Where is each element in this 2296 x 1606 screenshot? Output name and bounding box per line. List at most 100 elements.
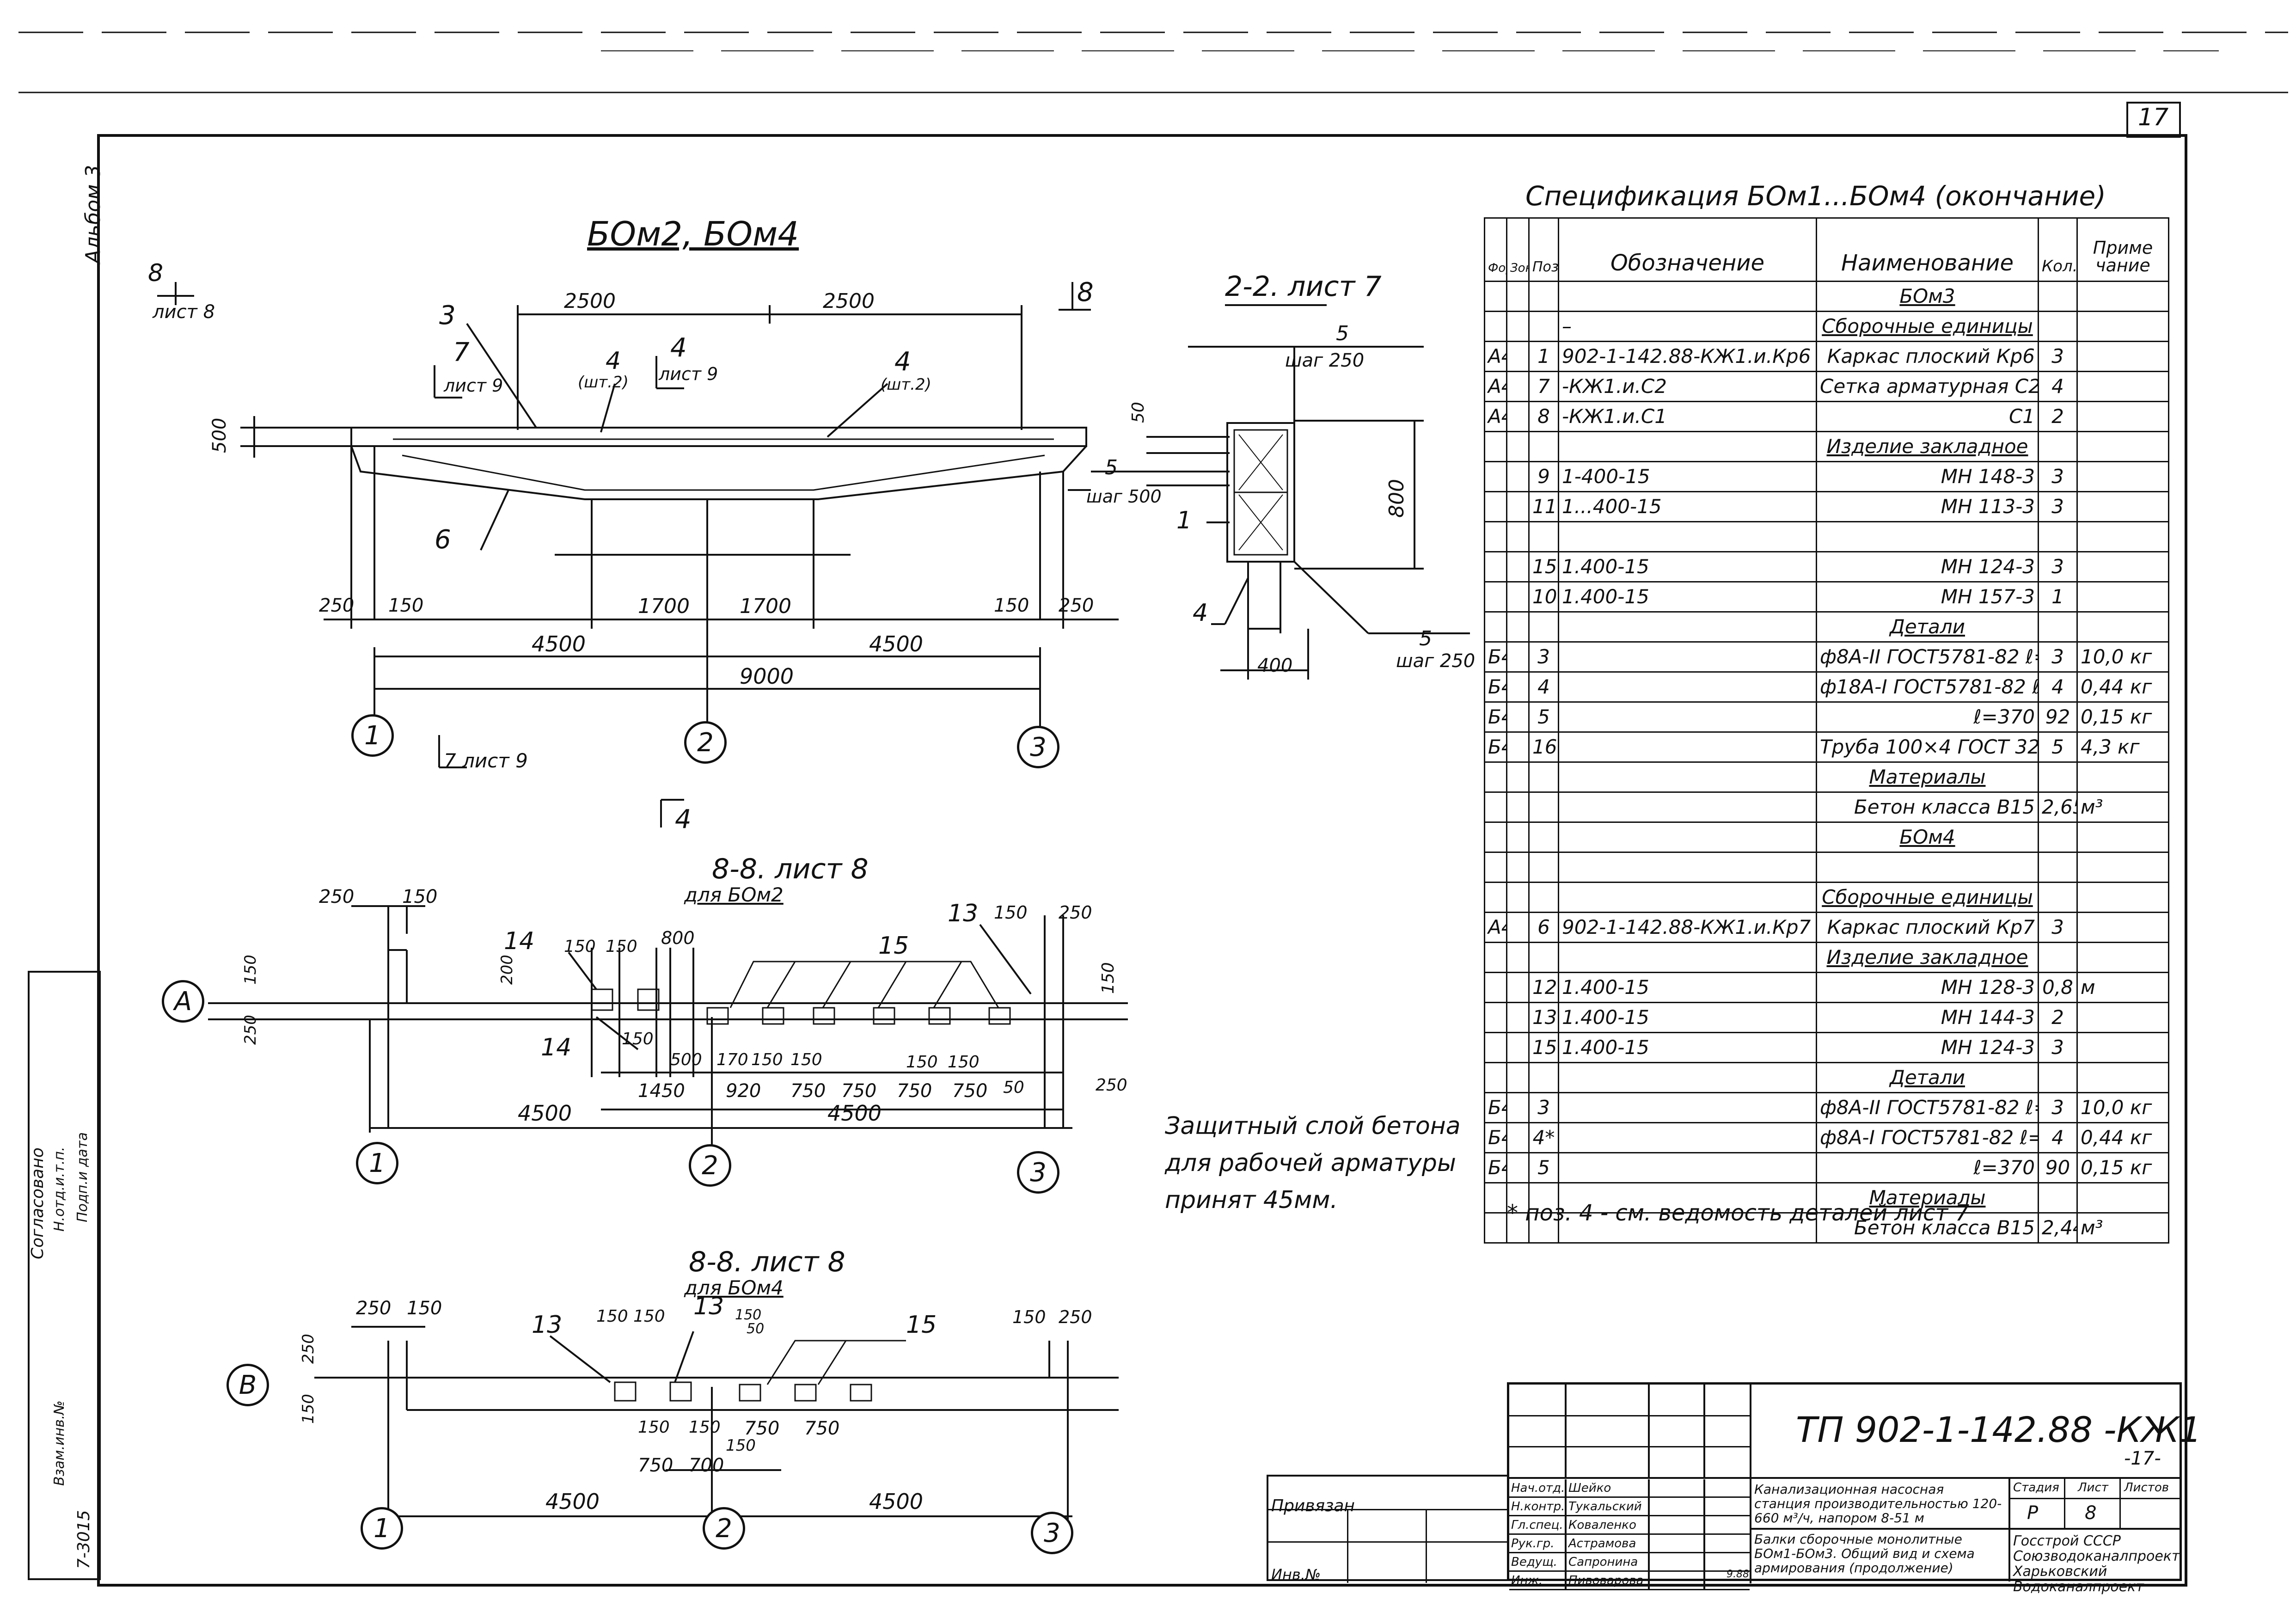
section-2-2-bottom-step: шаг 250	[1396, 650, 1476, 672]
album-label: Альбом 3	[81, 165, 105, 264]
axis-3-plan-a: 3	[1017, 1151, 1059, 1194]
side-stamp-line-5: 7-3015	[74, 1510, 93, 1569]
spec-cell-code: 1-400-15	[1558, 461, 1817, 492]
header-qty: Кол.	[2038, 217, 2078, 282]
dim-top-right: 2500	[823, 289, 875, 313]
spec-cell-format	[1484, 1002, 1507, 1033]
spec-cell-pos: 12	[1528, 972, 1559, 1003]
spec-cell-note	[2076, 1032, 2169, 1063]
spec-cell-note	[2076, 551, 2169, 582]
spec-cell-pos	[1528, 431, 1559, 462]
spec-cell-qty: 2,44	[2038, 1212, 2078, 1244]
spec-cell-code: 1.400-15	[1558, 1002, 1817, 1033]
spec-cell-qty: 2	[2038, 401, 2078, 432]
axis-2-elevation: 2	[684, 721, 727, 764]
spec-cell-qty: 3	[2038, 641, 2078, 673]
spec-cell-zone	[1506, 912, 1530, 943]
plan-a-half-right: 4500	[827, 1101, 882, 1126]
spec-cell-format: Б4	[1484, 1122, 1507, 1153]
spec-cell-format: А4	[1484, 912, 1507, 943]
plan-a-row1-150-c: 150	[790, 1050, 822, 1069]
dim-total-9000: 9000	[740, 664, 794, 689]
title-block-top-grid	[1509, 1385, 1750, 1479]
title-role: Гл.спец.	[1511, 1518, 1563, 1532]
spec-cell-zone	[1506, 641, 1530, 673]
spec-cell-pos: 15	[1528, 1032, 1559, 1063]
title-role-row: Гл.спец.Коваленко	[1509, 1516, 1750, 1535]
plan-a-dim-150-c: 150	[606, 937, 637, 956]
spec-cell-name: БОм3	[1816, 281, 2039, 312]
spec-cell-qty	[2038, 942, 2078, 973]
plan-a-pos-14: 14	[504, 927, 535, 955]
plan-a-row1-150: 150	[622, 1030, 654, 1048]
spec-cell-note	[2076, 611, 2169, 643]
spec-cell-format	[1484, 821, 1507, 853]
spec-cell-note: 10,0 кг	[2076, 641, 2169, 673]
plan-a-pos-13: 13	[948, 900, 979, 927]
plan-a-dim-150-right: 150	[994, 902, 1028, 923]
spec-cell-qty: 2,65	[2038, 791, 2078, 823]
spec-cell-qty	[2038, 761, 2078, 793]
spec-cell-qty: 4	[2038, 671, 2078, 703]
spec-row: БОм4	[1484, 821, 2169, 853]
spec-cell-code: –	[1558, 311, 1817, 342]
spec-cell-zone	[1506, 401, 1530, 432]
header-format: Формат	[1484, 217, 1507, 282]
spec-cell-note	[2076, 1182, 2169, 1214]
spec-cell-format	[1484, 1182, 1507, 1214]
spec-cell-zone	[1506, 1152, 1530, 1183]
spec-cell-code	[1558, 1152, 1817, 1183]
spec-cell-code	[1558, 611, 1817, 643]
axis-2-plan-b: 2	[703, 1507, 745, 1550]
spec-cell-name: Детали	[1816, 1062, 2039, 1093]
spec-cell-name	[1816, 521, 2039, 552]
plan-b-dim-250: 250	[356, 1298, 392, 1319]
spec-cell-note	[2076, 852, 2169, 883]
section-4c-num: 4	[894, 347, 911, 377]
plan-b-dim-150: 150	[407, 1298, 442, 1319]
section-8-mark: 8	[148, 259, 164, 287]
spec-cell-qty	[2038, 1062, 2078, 1093]
section-2-2-pos-4: 4	[1193, 599, 1208, 627]
spec-cell-zone	[1506, 1062, 1530, 1093]
plan-b-left-150: 150	[299, 1394, 318, 1424]
inv-label: Инв.№	[1271, 1566, 1321, 1583]
axis-1-plan-a: 1	[356, 1142, 398, 1184]
dim-height-500: 500	[209, 417, 230, 453]
sheet-title-text: Балки сборочные монолитные БОм1-БОм3. Об…	[1754, 1532, 1975, 1575]
plan-a-row2-1450: 1450	[638, 1080, 685, 1102]
spec-cell-note: м³	[2076, 791, 2169, 823]
plan-a-row1-150-b: 150	[751, 1050, 783, 1069]
title-role-name: Сапронина	[1568, 1555, 1638, 1569]
header-zone: Зона	[1506, 217, 1530, 282]
section-2-2-pos-1: 1	[1176, 507, 1192, 534]
spec-cell-code	[1558, 1092, 1817, 1123]
spec-cell-name: Сборочные единицы	[1816, 882, 2039, 913]
spec-cell-format	[1484, 761, 1507, 793]
sheet-number-box	[2126, 102, 2181, 138]
spec-row: Б44ф18А-I ГОСТ5781-82 ℓ=140040,44 кг	[1484, 671, 2169, 703]
spec-cell-note: 0,44 кг	[2076, 671, 2169, 703]
spec-cell-pos	[1528, 1062, 1559, 1093]
plan-b-subtitle: для БОм4	[684, 1276, 784, 1299]
title-role: Инж.	[1511, 1574, 1543, 1588]
plan-b-small-150: 150	[735, 1307, 762, 1323]
spec-cell-pos: 11	[1528, 491, 1559, 522]
spec-cell-pos	[1528, 821, 1559, 853]
section-2-2-left-step: шаг 500	[1086, 486, 1162, 507]
side-stamp-line-1: Согласовано	[28, 1147, 47, 1259]
dim-side-150-left: 150	[388, 595, 424, 616]
spec-row: Детали	[1484, 1062, 2169, 1093]
spec-cell-qty	[2038, 521, 2078, 552]
spec-cell-code	[1558, 431, 1817, 462]
spec-cell-format	[1484, 1032, 1507, 1063]
spec-cell-zone	[1506, 281, 1530, 312]
title-role-row: Рук.гр.Астрамова	[1509, 1535, 1750, 1553]
spec-cell-code	[1558, 281, 1817, 312]
spec-cell-name: ℓ=370	[1816, 1152, 2039, 1183]
spec-cell-qty	[2038, 431, 2078, 462]
spec-cell-note	[2076, 371, 2169, 402]
spec-cell-note	[2076, 401, 2169, 432]
spec-cell-format: Б4	[1484, 701, 1507, 733]
plan-b-dim-250-right: 250	[1059, 1307, 1092, 1327]
